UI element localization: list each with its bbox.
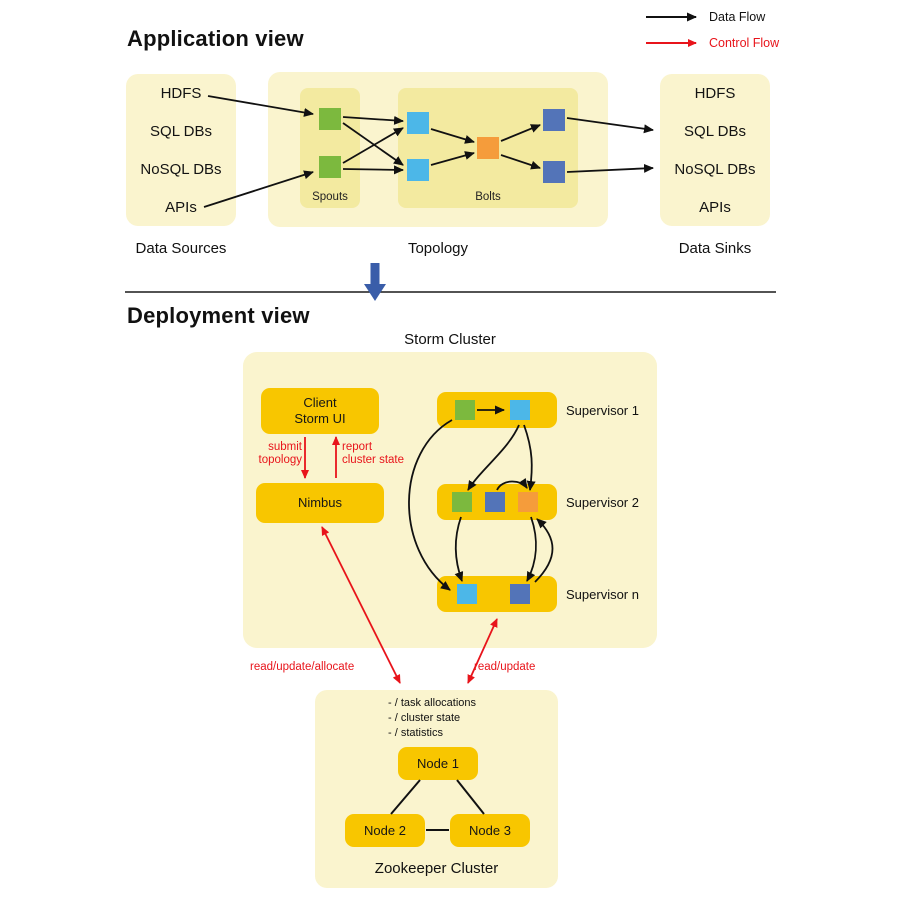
data-sources-list: HDFS SQL DBs NoSQL DBs APIs bbox=[126, 74, 236, 226]
data-sink-item: SQL DBs bbox=[684, 122, 746, 140]
spouts-box: Spouts bbox=[300, 88, 360, 208]
data-sink-item: APIs bbox=[699, 198, 731, 216]
worker-node-blue-icon bbox=[485, 492, 505, 512]
nimbus-label: Nimbus bbox=[297, 495, 343, 510]
zookeeper-paths: - / task allocations - / cluster state -… bbox=[388, 696, 476, 741]
zookeeper-path: - / task allocations bbox=[388, 697, 477, 709]
topology-caption: Topology bbox=[407, 240, 469, 257]
read-update-allocate-label: read/update/allocate bbox=[250, 661, 355, 673]
storm-ui-label: Storm UI bbox=[294, 411, 346, 426]
data-sources-box: HDFS SQL DBs NoSQL DBs APIs bbox=[126, 74, 236, 226]
bolt-node-orange-icon bbox=[477, 137, 499, 159]
worker-node-green-icon bbox=[452, 492, 472, 512]
supervisor-2-label: Supervisor 2 bbox=[566, 495, 639, 510]
data-sinks-list: HDFS SQL DBs NoSQL DBs APIs bbox=[660, 74, 770, 226]
client-label: Client bbox=[303, 395, 337, 410]
worker-node-cyan-icon bbox=[457, 584, 477, 604]
supervisor-n-label: Supervisor n bbox=[566, 587, 639, 602]
zookeeper-node-1-box: Node 1 bbox=[398, 747, 478, 780]
data-source-item: HDFS bbox=[160, 84, 202, 102]
report-cluster-state-label: report cluster state bbox=[342, 441, 404, 466]
zookeeper-node-2-box: Node 2 bbox=[345, 814, 425, 847]
deployment-view-title: Deployment view bbox=[127, 303, 310, 328]
submit-topology-label: submit topology bbox=[258, 441, 302, 466]
data-sinks-box: HDFS SQL DBs NoSQL DBs APIs bbox=[660, 74, 770, 226]
bolt-node-blue-icon bbox=[543, 109, 565, 131]
spout-node-icon bbox=[319, 156, 341, 178]
nimbus-box: Nimbus bbox=[256, 483, 384, 523]
zookeeper-node-3-box: Node 3 bbox=[450, 814, 530, 847]
bolt-node-cyan-icon bbox=[407, 159, 429, 181]
bolts-label: Bolts bbox=[475, 191, 501, 203]
bolt-node-blue-icon bbox=[543, 161, 565, 183]
worker-node-orange-icon bbox=[518, 492, 538, 512]
worker-node-green-icon bbox=[455, 400, 475, 420]
application-view-title: Application view bbox=[127, 26, 304, 51]
zookeeper-cluster-box bbox=[315, 690, 558, 888]
spouts-label: Spouts bbox=[312, 191, 348, 203]
data-source-item: NoSQL DBs bbox=[140, 160, 222, 178]
legend-data-flow-label: Data Flow bbox=[709, 10, 766, 24]
zookeeper-cluster-caption: Zookeeper Cluster bbox=[374, 860, 499, 877]
worker-node-cyan-icon bbox=[510, 400, 530, 420]
client-storm-ui-box: Client Storm UI bbox=[261, 388, 379, 434]
data-source-item: SQL DBs bbox=[150, 122, 212, 140]
zookeeper-path: - / statistics bbox=[388, 727, 444, 739]
data-sinks-caption: Data Sinks bbox=[678, 240, 752, 257]
data-sink-item: HDFS bbox=[694, 84, 736, 102]
zookeeper-path: - / cluster state bbox=[388, 712, 461, 724]
data-source-item: APIs bbox=[165, 198, 197, 216]
supervisor-1-label: Supervisor 1 bbox=[566, 403, 639, 418]
read-update-label: read/update bbox=[474, 661, 536, 673]
data-sink-item: NoSQL DBs bbox=[674, 160, 756, 178]
spout-node-icon bbox=[319, 108, 341, 130]
supervisor-n-box bbox=[437, 576, 557, 612]
data-sources-caption: Data Sources bbox=[135, 240, 227, 257]
bolt-node-cyan-icon bbox=[407, 112, 429, 134]
worker-node-blue-icon bbox=[510, 584, 530, 604]
storm-cluster-caption: Storm Cluster bbox=[404, 331, 496, 348]
legend-control-flow-label: Control Flow bbox=[709, 36, 780, 50]
